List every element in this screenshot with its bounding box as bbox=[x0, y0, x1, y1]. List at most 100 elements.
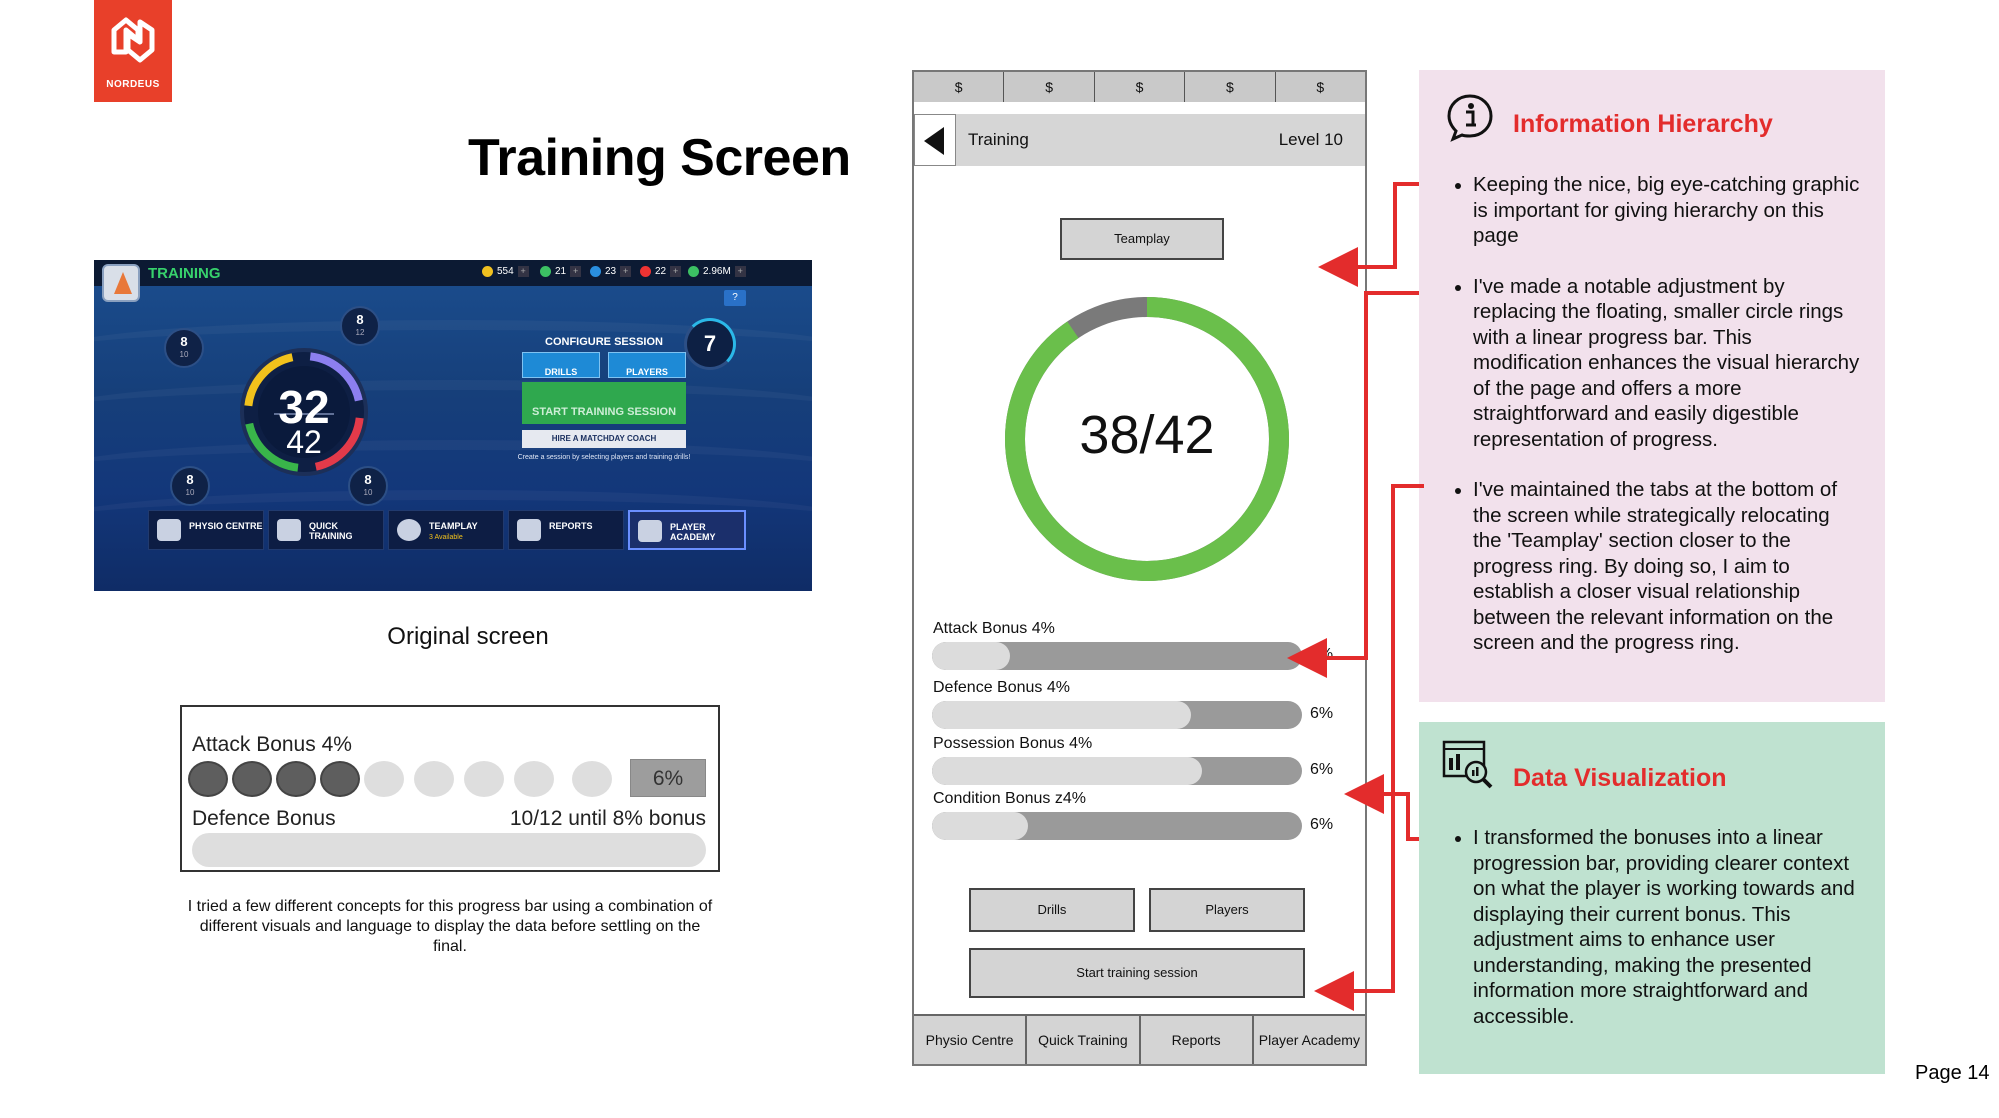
concept-bonus-pct: 6% bbox=[630, 759, 706, 797]
main-progress-ring bbox=[240, 348, 368, 476]
wave-decoration bbox=[94, 490, 812, 550]
resource-medical: 22+ bbox=[640, 266, 682, 277]
training-progress-ring bbox=[1005, 297, 1289, 581]
medical-icon bbox=[640, 266, 651, 277]
bonus-pct-attack: 6% bbox=[1310, 646, 1334, 663]
start-training-session-button[interactable]: Start training session bbox=[969, 948, 1305, 998]
teamplay-button[interactable]: Teamplay bbox=[1060, 218, 1224, 260]
progress-dot bbox=[232, 761, 272, 797]
page-number: Page 14 bbox=[1915, 1062, 1990, 1084]
original-screen-caption: Original screen bbox=[387, 623, 549, 650]
bonus-pct-condition: 6% bbox=[1310, 816, 1334, 833]
bonus-pct-defence: 6% bbox=[1310, 705, 1334, 722]
wave-decoration bbox=[94, 380, 812, 440]
progress-ring-value: 38/42 bbox=[1079, 405, 1215, 465]
back-icon[interactable] bbox=[914, 114, 956, 166]
progress-dot bbox=[514, 761, 554, 797]
list-item: I've maintained the tabs at the bottom o… bbox=[1453, 477, 1863, 656]
add-icon: + bbox=[670, 266, 682, 277]
bonus-label-possession: Possession Bonus 4% bbox=[933, 735, 1093, 752]
progress-bar-concept: Attack Bonus 4% 6% Defence Bonus 10/12 u… bbox=[180, 705, 720, 872]
currency-slot[interactable]: $ bbox=[1316, 79, 1325, 95]
progress-ring-fill bbox=[1005, 297, 1289, 581]
tab-reports[interactable]: Reports bbox=[1141, 1016, 1254, 1064]
help-icon: ? bbox=[724, 290, 746, 306]
cash-icon bbox=[540, 266, 551, 277]
currency-slot[interactable]: $ bbox=[1095, 72, 1186, 102]
concept-attack-label: Attack Bonus 4% bbox=[192, 733, 352, 756]
concept-defence-track bbox=[192, 833, 706, 867]
concept-note: I tried a few different concepts for thi… bbox=[187, 898, 713, 955]
boost-icon bbox=[590, 266, 601, 277]
currency-bar: $ $ $ $ $ bbox=[914, 72, 1365, 102]
drills-button[interactable]: Drills bbox=[969, 888, 1135, 932]
tab-player-academy: PLAYER ACADEMY bbox=[628, 510, 746, 550]
bonus-bar-fill bbox=[932, 757, 1203, 785]
players-button: PLAYERS bbox=[608, 352, 686, 378]
wave-decoration bbox=[94, 320, 812, 380]
configure-session-label: CONFIGURE SESSION bbox=[545, 336, 663, 348]
star-icon bbox=[638, 520, 662, 542]
drills-button: DRILLS bbox=[522, 352, 600, 378]
data-visualization-list: I transformed the bonuses into a linear … bbox=[1453, 825, 1863, 1054]
bonus-bar-fill bbox=[932, 812, 1029, 840]
add-icon: + bbox=[570, 266, 582, 277]
concept-defence-progress: 10/12 until 8% bonus bbox=[509, 807, 706, 830]
start-training-session-button: START TRAINING SESSION bbox=[522, 382, 686, 424]
level-label: Level 10 bbox=[1278, 130, 1343, 149]
resource-tokens: 554+ bbox=[482, 266, 529, 277]
main-ring-value: 32 bbox=[278, 381, 330, 433]
physio-icon bbox=[157, 519, 181, 541]
bonus-bar-fill bbox=[932, 642, 1010, 670]
progress-dot bbox=[414, 761, 454, 797]
resource-boost: 23+ bbox=[590, 266, 632, 277]
add-icon: + bbox=[517, 266, 529, 277]
currency-slot[interactable]: $ bbox=[1185, 72, 1276, 102]
concept-defence-label: Defence Bonus bbox=[192, 807, 336, 830]
players-button[interactable]: Players bbox=[1149, 888, 1305, 932]
progress-dot bbox=[320, 761, 360, 797]
progress-dot bbox=[572, 761, 612, 797]
teamplay-icon bbox=[397, 519, 421, 541]
clipboard-icon bbox=[517, 519, 541, 541]
hire-coach-button: HIRE A MATCHDAY COACH bbox=[522, 430, 686, 448]
screen-title: Training bbox=[968, 130, 1029, 149]
tab-reports: REPORTS bbox=[508, 510, 624, 550]
currency-slot[interactable]: $ bbox=[914, 72, 1005, 102]
tab-quick-training: QUICK TRAINING bbox=[268, 510, 384, 550]
bonus-label-defence: Defence Bonus 4% bbox=[933, 679, 1070, 696]
data-visualization-title: Data Visualization bbox=[1513, 764, 1727, 792]
wireframe-screen: $ $ $ $ $ Training Level 10 Teamplay 38/… bbox=[912, 70, 1367, 1066]
bonus-label-condition: Condition Bonus z4% bbox=[933, 790, 1086, 807]
tab-player-academy[interactable]: Player Academy bbox=[1258, 1032, 1360, 1048]
info-icon bbox=[1447, 94, 1493, 142]
logo-wordmark: NORDEUS bbox=[106, 79, 160, 90]
data-analysis-icon bbox=[1442, 740, 1493, 789]
progress-dot bbox=[276, 761, 316, 797]
bonus-bar-condition bbox=[932, 812, 1302, 840]
information-hierarchy-list: Keeping the nice, big eye-catching graph… bbox=[1453, 172, 1863, 681]
bonus-bar-possession bbox=[932, 757, 1302, 785]
money-icon bbox=[688, 266, 699, 277]
tab-physio-centre[interactable]: Physio Centre bbox=[914, 1016, 1028, 1064]
tab-quick-training[interactable]: Quick Training bbox=[1027, 1016, 1141, 1064]
information-hierarchy-panel: Information Hierarchy Keeping the nice, … bbox=[1419, 70, 1885, 702]
add-icon: + bbox=[620, 266, 632, 277]
bonus-label-attack: Attack Bonus 4% bbox=[933, 620, 1055, 637]
progress-dot bbox=[464, 761, 504, 797]
main-ring-total: 42 bbox=[286, 424, 322, 460]
currency-slot[interactable]: $ bbox=[1004, 72, 1095, 102]
list-item: I transformed the bonuses into a linear … bbox=[1453, 825, 1863, 1029]
original-screen-image: TRAINING 554+ 21+ 23+ 22+ 2.96M+ ? 32 42… bbox=[94, 260, 812, 591]
tab-physio-centre: PHYSIO CENTRE bbox=[148, 510, 264, 550]
information-hierarchy-title: Information Hierarchy bbox=[1513, 110, 1773, 138]
list-item: Keeping the nice, big eye-catching graph… bbox=[1453, 172, 1863, 249]
bonus-pct-possession: 6% bbox=[1310, 761, 1334, 778]
wireframe-header: Training Level 10 bbox=[914, 114, 1365, 166]
progress-dot bbox=[364, 761, 404, 797]
bonus-bar-fill bbox=[932, 701, 1191, 729]
game-title: TRAINING bbox=[148, 265, 221, 282]
